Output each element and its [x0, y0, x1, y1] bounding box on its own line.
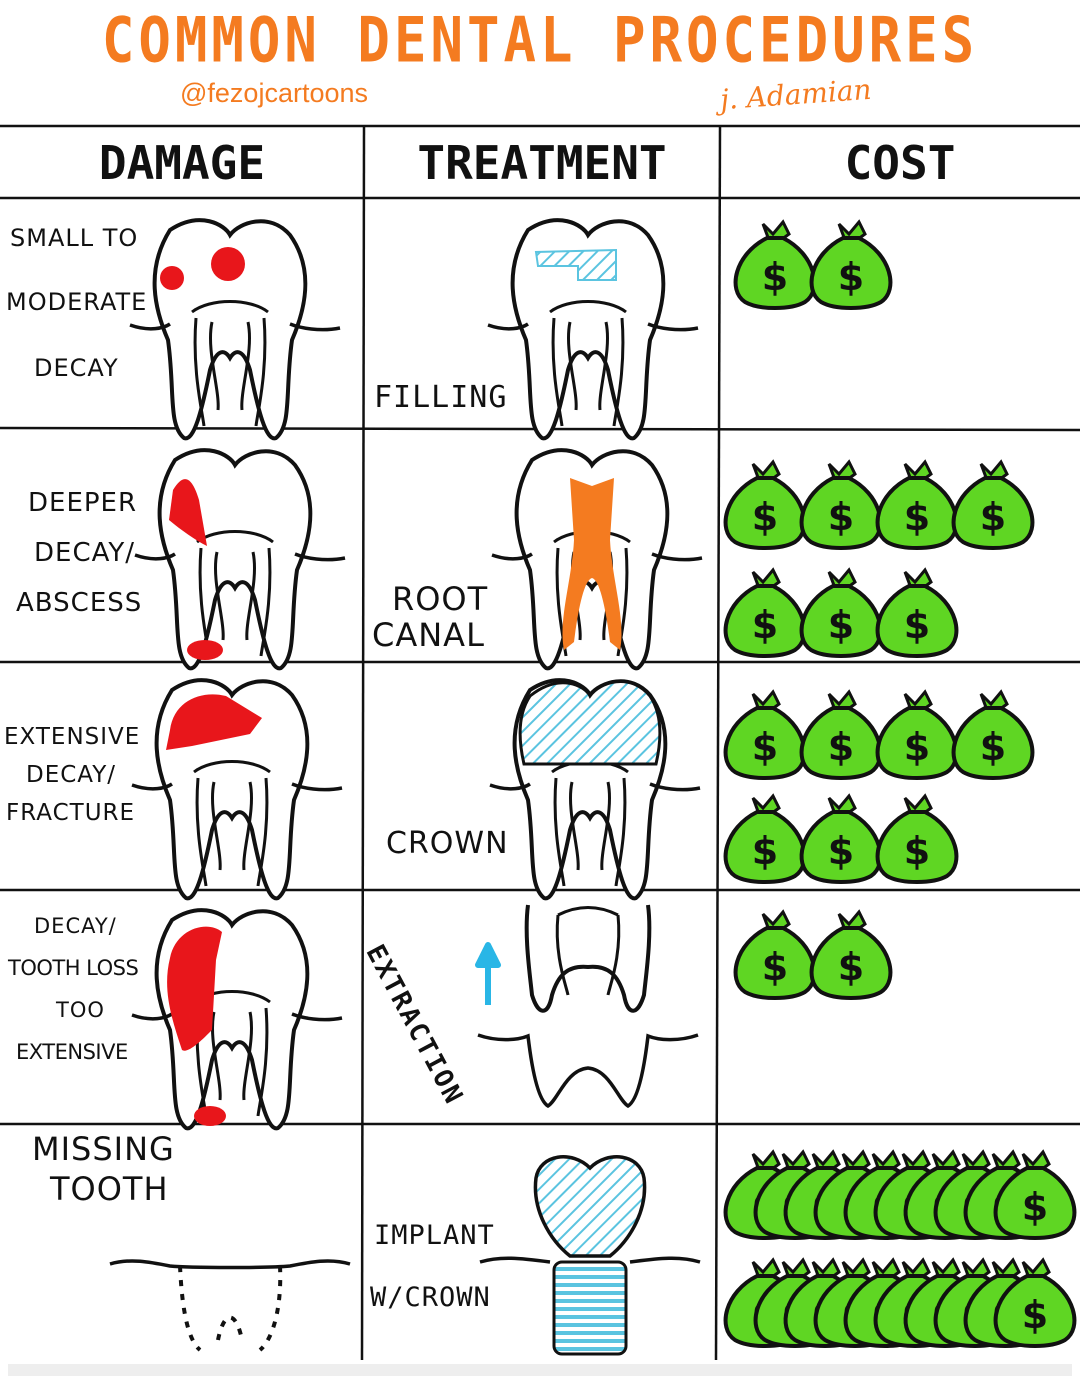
damage-label-line: ABSCESS [16, 588, 143, 618]
damage-label-line: SMALL TO [10, 224, 139, 252]
treatment-label: ROOT [392, 580, 489, 618]
damage-label-line: DECAY/ [34, 914, 117, 938]
damage-label-line: MISSING [32, 1130, 175, 1168]
damage-label-line: TOOTH [50, 1170, 169, 1208]
treatment-label: CROWN [386, 826, 509, 861]
money-bag-icon [875, 690, 959, 780]
treatment-label: W/CROWN [370, 1282, 491, 1313]
money-bag-icon [809, 220, 893, 310]
money-bag-icon [875, 568, 959, 658]
damage-label-line: EXTENSIVE [16, 1040, 128, 1064]
header-damage: DAMAGE [98, 136, 266, 190]
money-bag-icon [723, 794, 807, 884]
damage-label-line: EXTENSIVE [4, 724, 141, 750]
money-bag-icon [875, 794, 959, 884]
page-title: COMMON DENTAL PROCEDURES [101, 4, 979, 77]
money-bag-icon [733, 910, 817, 1000]
damage-label-line: DECAY/ [26, 762, 117, 788]
money-bag-icon [733, 220, 817, 310]
damage-label-line: DECAY/ [34, 538, 136, 568]
money-bag-icon [809, 910, 893, 1000]
money-bag-icon [723, 568, 807, 658]
money-bag-icon [799, 568, 883, 658]
treatment-label: CANAL [372, 616, 485, 654]
money-bag-icon [875, 460, 959, 550]
money-bag-icon [799, 794, 883, 884]
money-bag-icon [799, 690, 883, 780]
damage-label-line: TOOTH LOSS [8, 956, 139, 980]
money-bag-icon [951, 690, 1035, 780]
money-bag-icon [951, 460, 1035, 550]
damage-label-line: DEEPER [28, 488, 138, 518]
damage-label-line: MODERATE [6, 288, 148, 316]
damage-label-line: TOO [56, 998, 105, 1022]
treatment-label: IMPLANT [374, 1220, 495, 1251]
damage-label-line: DECAY [34, 354, 119, 382]
damage-label-line: FRACTURE [6, 800, 136, 826]
header-cost: COST [844, 136, 956, 190]
money-bag-icon [723, 460, 807, 550]
money-bag-icon [799, 460, 883, 550]
money-bag-icon [723, 690, 807, 780]
author-handle: @fezojcartoons [180, 78, 368, 108]
header-treatment: TREATMENT [417, 136, 667, 190]
treatment-label: FILLING [374, 380, 508, 415]
